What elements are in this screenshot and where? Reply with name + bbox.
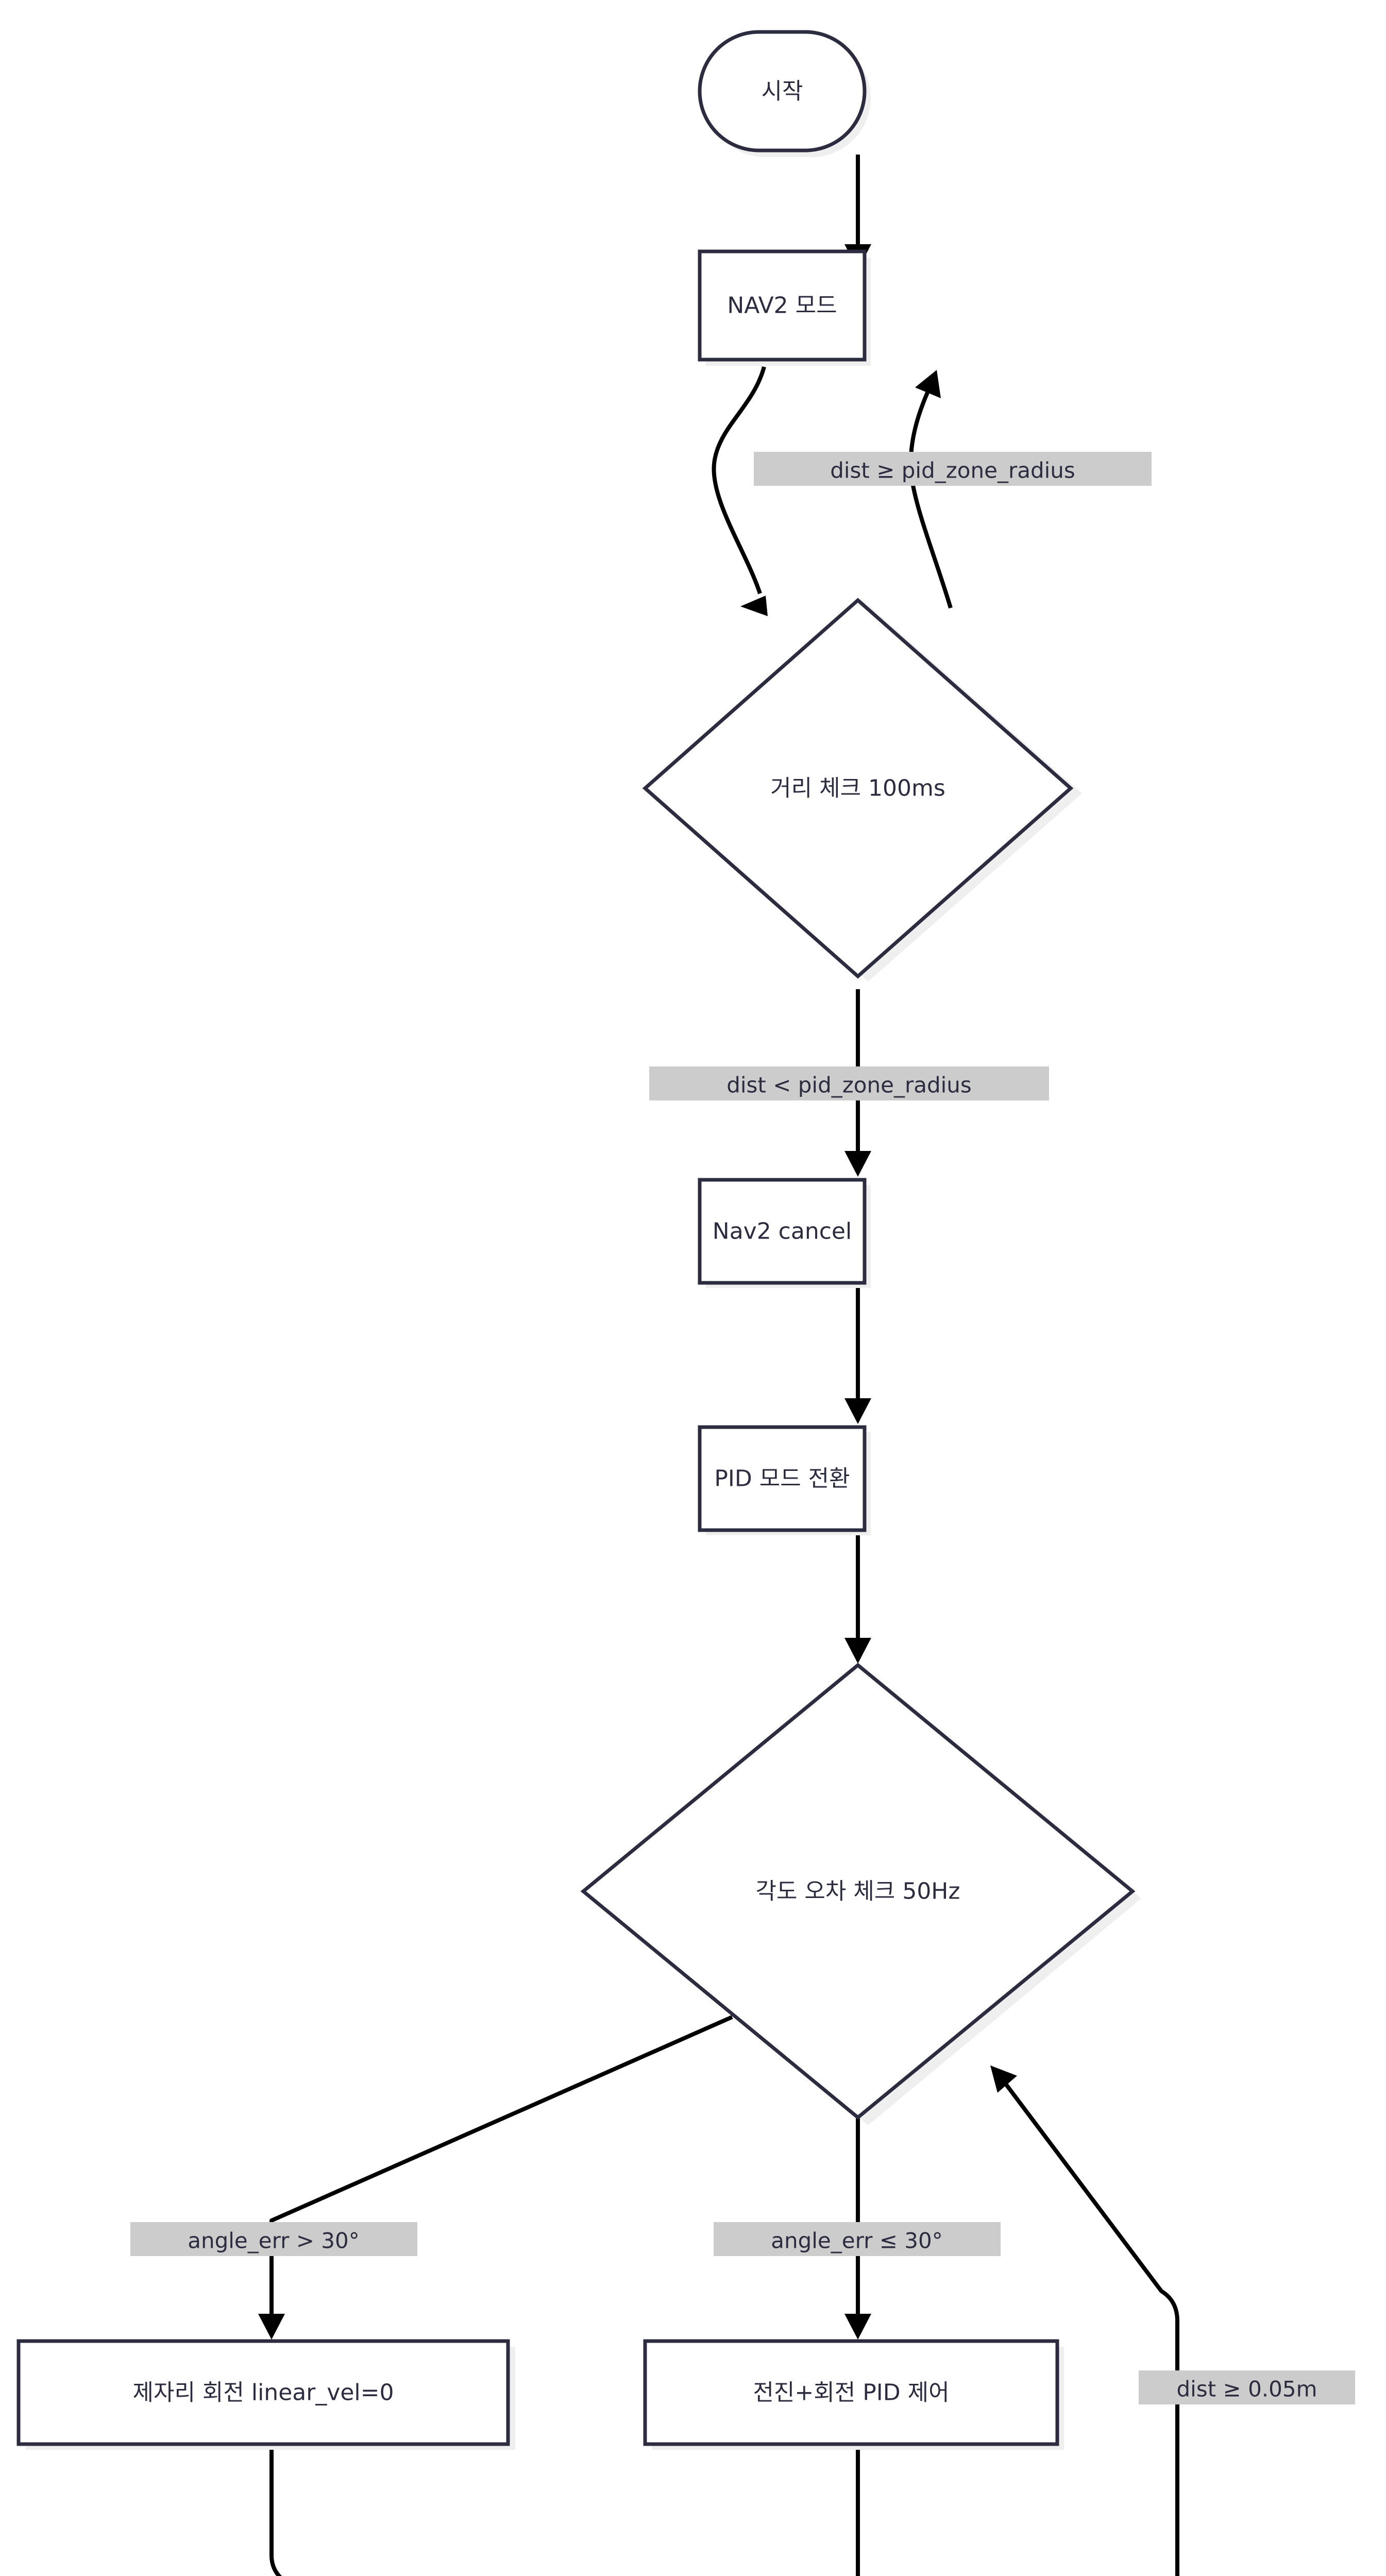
pidmode-node-label: PID 모드 전환	[714, 1466, 850, 1492]
edge-nav2-to-distcheck1	[712, 366, 768, 616]
node-nav2-cancel[interactable]: Nav2 cancel	[698, 1178, 867, 1285]
node-nav2-mode[interactable]: NAV2 모드	[698, 249, 867, 362]
nav2-node-label: NAV2 모드	[727, 293, 837, 319]
node-start[interactable]: 시작	[698, 30, 867, 152]
edge-cancel-to-pidmode	[844, 1287, 871, 1424]
nav2-node-shape	[698, 249, 867, 362]
edge-label-angle-err-le-30: angle_err ≤ 30°	[714, 2222, 1001, 2256]
edge-label-dist-ge-pid-zone-radius: dist ≥ pid_zone_radius	[754, 452, 1152, 486]
pidctrl-node-label: 전진+회전 PID 제어	[753, 2380, 949, 2406]
anglecheck-node-shape	[580, 1663, 1136, 2120]
node-angle-error-check-50hz[interactable]: 각도 오차 체크 50Hz	[580, 1663, 1136, 2120]
edge-label-dist-ge-0-05m: dist ≥ 0.05m	[1139, 2370, 1355, 2404]
edge-label-text: dist < pid_zone_radius	[726, 1073, 972, 1098]
cancel-node-label: Nav2 cancel	[713, 1218, 852, 1245]
edge-distcheck1-to-nav2	[908, 370, 953, 609]
distcheck1-node-shape	[642, 598, 1074, 979]
edge-label-dist-lt-pid-zone-radius: dist < pid_zone_radius	[649, 1066, 1049, 1100]
spin-node-shape	[16, 2339, 510, 2446]
pidmode-node-shape	[698, 1425, 867, 1532]
edge-spin-to-distcheck2	[269, 2444, 282, 2576]
anglecheck-node-label: 각도 오차 체크 50Hz	[755, 1878, 960, 1905]
edge-label-text: angle_err ≤ 30°	[771, 2228, 943, 2253]
edge-anglecheck-to-pidctrl	[844, 2117, 871, 2340]
edge-label-text: angle_err > 30°	[188, 2228, 360, 2253]
edge-pidctrl-to-distcheck2	[856, 2444, 860, 2576]
node-shadow-layer	[26, 39, 1141, 2450]
edge-layer	[258, 155, 1179, 2576]
cancel-node-shape	[698, 1178, 867, 1285]
node-distance-check-100ms[interactable]: 거리 체크 100ms	[642, 598, 1074, 979]
edge-label-text: dist ≥ 0.05m	[1177, 2377, 1317, 2402]
start-node-shape	[698, 30, 867, 152]
edge-anglecheck-to-spin	[258, 2015, 733, 2340]
edge-distcheck2-to-anglecheck	[990, 2065, 1179, 2576]
node-pid-mode-switch[interactable]: PID 모드 전환	[698, 1425, 867, 1532]
spin-node-label: 제자리 회전 linear_vel=0	[132, 2380, 394, 2406]
pidctrl-node-shape	[643, 2339, 1059, 2446]
distcheck1-node-label: 거리 체크 100ms	[770, 775, 945, 802]
edge-pidmode-to-anglecheck	[844, 1531, 871, 1664]
node-spin-in-place[interactable]: 제자리 회전 linear_vel=0	[16, 2339, 510, 2446]
node-pid-control[interactable]: 전진+회전 PID 제어	[643, 2339, 1059, 2446]
edge-label-text: dist ≥ pid_zone_radius	[830, 458, 1075, 483]
start-node-label: 시작	[762, 78, 803, 105]
edge-label-angle-err-gt-30: angle_err > 30°	[130, 2222, 417, 2256]
